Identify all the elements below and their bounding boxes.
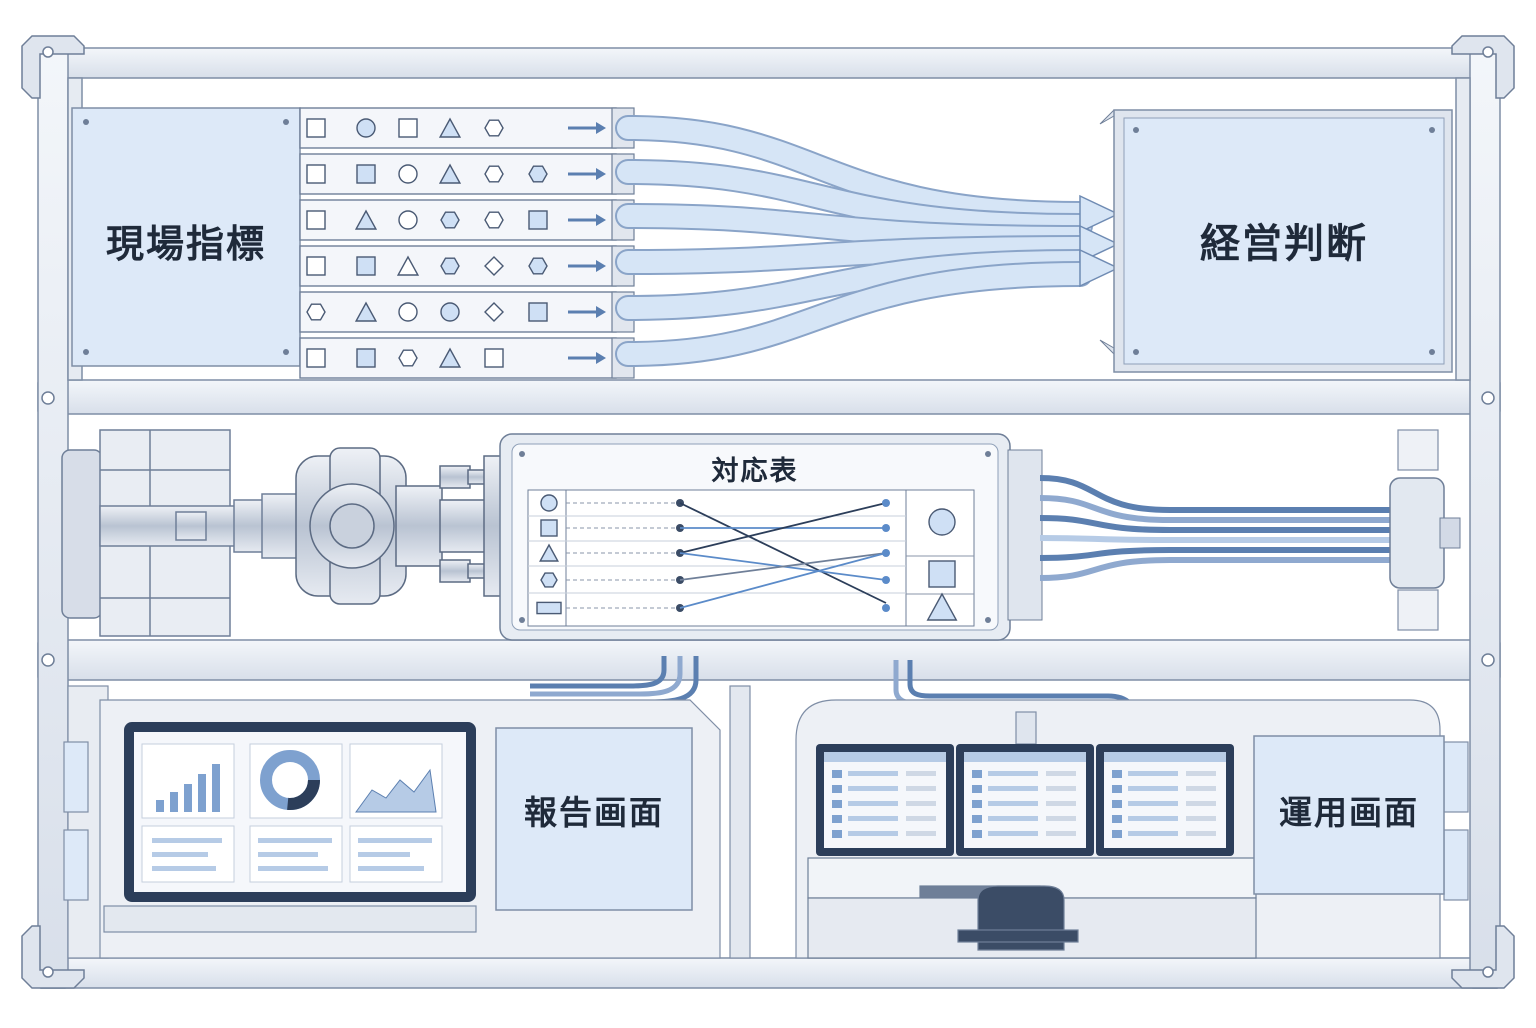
flow-pipes	[615, 115, 1093, 367]
ops-monitor	[956, 744, 1094, 856]
hexagon-icon	[306, 303, 326, 321]
management-decision-label: 経営判断	[1200, 221, 1368, 267]
circle-icon	[440, 302, 460, 322]
square-icon	[306, 210, 326, 230]
hexagon-icon	[528, 257, 548, 275]
circle-icon	[928, 508, 956, 536]
circle-icon	[398, 164, 418, 184]
report-screen-panel	[495, 727, 693, 911]
square-icon	[356, 348, 376, 368]
ops-desk	[807, 857, 1257, 959]
mapping-endpoint	[882, 604, 890, 612]
ops-monitors	[816, 744, 1234, 856]
ops-monitor	[1096, 744, 1234, 856]
mapping-right-row	[926, 592, 958, 621]
metric-rows	[299, 107, 635, 379]
square-icon	[356, 256, 376, 276]
operation-screen-label: 運用画面	[1279, 793, 1419, 832]
square-icon	[528, 302, 548, 322]
side-column	[1397, 429, 1439, 631]
field-metrics-label: 現場指標	[105, 221, 266, 266]
mapping-left-row	[528, 519, 906, 542]
triangle-icon	[354, 209, 378, 230]
arrow-icon	[568, 352, 606, 364]
hexagon-icon	[528, 165, 548, 183]
square-icon	[306, 164, 326, 184]
hexagon-icon	[484, 165, 504, 183]
circle-icon	[540, 494, 558, 512]
metric-row	[299, 107, 635, 149]
circle-icon	[398, 210, 418, 230]
square-icon	[306, 118, 326, 138]
drive-shaft	[99, 493, 307, 559]
diamond-icon	[484, 256, 504, 276]
hexagon-icon	[398, 349, 418, 367]
triangle-icon	[438, 117, 462, 138]
square-icon	[356, 164, 376, 184]
arrow-icon	[568, 306, 606, 318]
mapping-endpoint	[882, 549, 890, 557]
mapping-endpoint	[882, 499, 890, 507]
metric-row	[299, 245, 635, 287]
arrow-icon	[568, 168, 606, 180]
square-icon	[928, 560, 956, 588]
connector-studs	[439, 455, 505, 597]
metric-row	[299, 337, 635, 379]
arrow-icon	[568, 260, 606, 272]
square-icon	[306, 348, 326, 368]
mapping-link	[679, 552, 887, 609]
triangle-icon	[926, 592, 958, 621]
hexagon-icon	[484, 119, 504, 137]
square-icon	[528, 210, 548, 230]
square-icon	[398, 118, 418, 138]
arrow-icon	[568, 122, 606, 134]
mapping-link	[679, 552, 887, 581]
mapping-right-row	[906, 560, 974, 595]
mapping-table-title: 対応表	[711, 455, 799, 487]
metric-row	[299, 153, 635, 195]
triangle-icon	[539, 543, 559, 562]
circle-icon	[356, 118, 376, 138]
metric-row	[299, 199, 635, 241]
mapping-endpoint	[882, 524, 890, 532]
corner-brackets	[21, 35, 1515, 989]
report-dashboard-monitor	[124, 722, 476, 902]
mapping-endpoint	[882, 576, 890, 584]
triangle-icon	[438, 347, 462, 368]
square-icon	[484, 348, 504, 368]
mapping-left-row	[528, 572, 906, 594]
hexagon-icon	[484, 211, 504, 229]
cable-bundle	[1007, 449, 1461, 621]
circle-icon	[398, 302, 418, 322]
rectangle-icon	[536, 601, 562, 615]
gear-icon	[295, 447, 487, 605]
field-metrics-panel	[71, 107, 301, 367]
mapping-table-panel	[499, 433, 1011, 641]
mapping-link	[679, 502, 887, 604]
hexagon-icon	[540, 572, 558, 588]
triangle-icon	[438, 163, 462, 184]
operation-screen-panel	[1253, 735, 1445, 895]
mapping-left-row	[528, 494, 906, 517]
square-icon	[540, 519, 558, 537]
management-decision-panel	[1099, 109, 1453, 373]
ops-monitor	[816, 744, 954, 856]
mapping-right-row	[906, 508, 974, 557]
metric-row	[299, 291, 635, 333]
hexagon-icon	[440, 257, 460, 275]
mapping-grid	[528, 494, 974, 621]
mapping-link	[679, 502, 887, 554]
hexagon-icon	[440, 211, 460, 229]
flow-arrowheads	[1079, 194, 1120, 288]
triangle-icon	[396, 255, 420, 276]
mapping-left-row	[528, 543, 906, 567]
square-icon	[306, 256, 326, 276]
diamond-icon	[484, 302, 504, 322]
triangle-icon	[354, 301, 378, 322]
report-screen-label: 報告画面	[524, 793, 664, 832]
arrow-icon	[568, 214, 606, 226]
